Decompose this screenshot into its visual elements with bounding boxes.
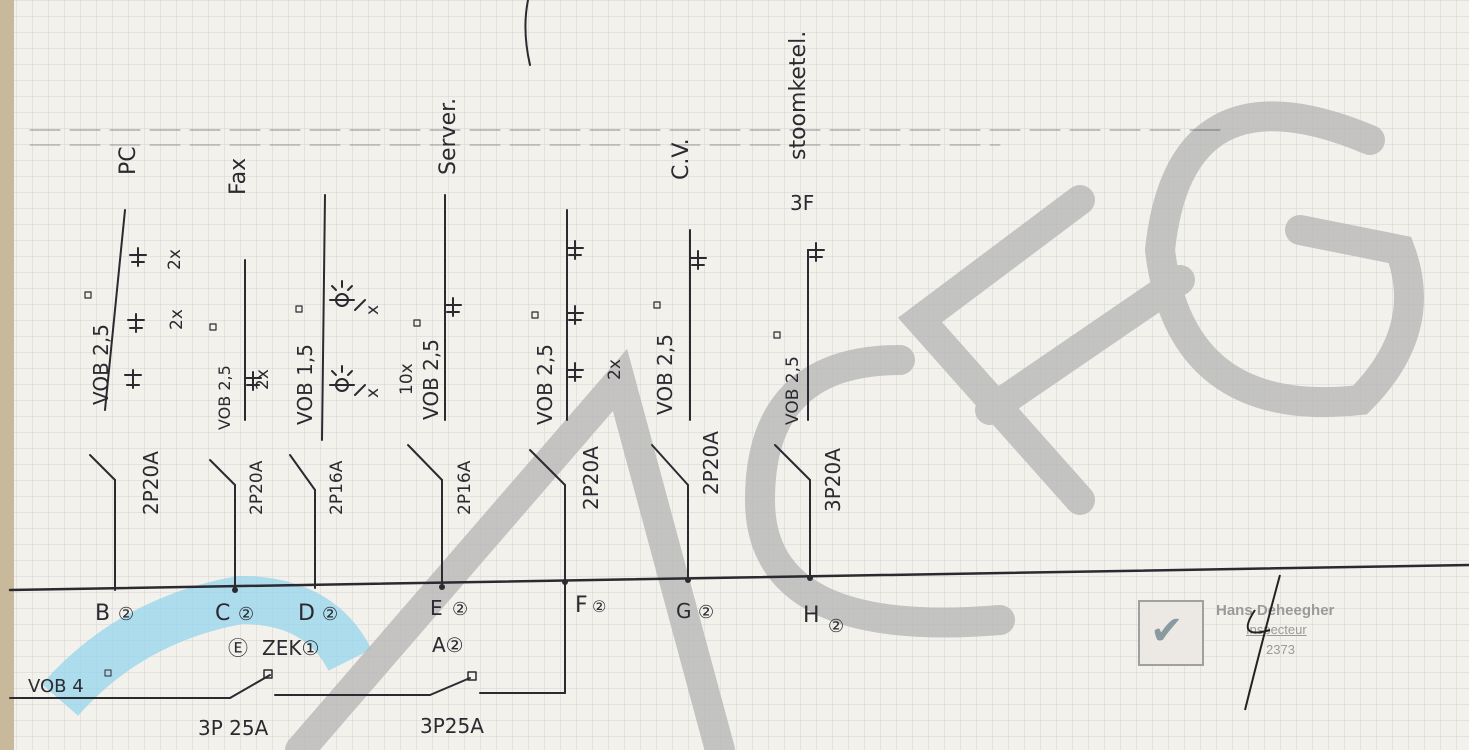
circuit-group-f: ② xyxy=(592,597,606,616)
circuit-group-b: ② xyxy=(118,604,134,625)
count-b-1: 2x xyxy=(165,249,185,270)
breaker-f: 2P20A xyxy=(579,446,603,510)
count-d-1: x xyxy=(363,388,383,398)
breaker-c: 2P20A xyxy=(247,460,267,515)
circuit-letter-g: G xyxy=(676,599,692,623)
cable-e: VOB 2,5 xyxy=(419,339,443,420)
cable-d: VOB 1,5 xyxy=(293,344,317,425)
main-switch-2-label: 3P25A xyxy=(420,714,484,738)
supply-cable-label: VOB 4 xyxy=(28,676,84,697)
circuit-letter-h: H xyxy=(803,603,820,628)
aceg-watermark xyxy=(285,101,1424,750)
load-g: C.V. xyxy=(669,138,694,180)
circuit-letter-f: F xyxy=(575,593,588,618)
cable-f: VOB 2,5 xyxy=(533,344,557,425)
count-e-1: 10x xyxy=(397,363,417,395)
signature xyxy=(1244,574,1281,711)
inspector-name: Hans Deheegher xyxy=(1216,602,1335,619)
circuit-group-c: ② xyxy=(238,604,254,625)
main-switch-1-label: 3P 25A xyxy=(198,716,269,740)
circuit-group-g: ② xyxy=(698,602,714,623)
count-h-1: 3F xyxy=(790,191,814,215)
a-group-label: A② xyxy=(432,633,464,657)
count-f-1: 2x xyxy=(605,359,625,380)
inspector-stamp: ✔ Hans Deheegher Inspecteur 2373 xyxy=(1138,600,1338,680)
cyan-highlight xyxy=(41,575,372,717)
breaker-d: 2P16A xyxy=(327,460,347,515)
cable-b: VOB 2,5 xyxy=(89,324,113,405)
circuit-letter-c: C xyxy=(215,601,230,626)
count-d-2: x xyxy=(363,305,383,315)
stamp-logo: ✔ xyxy=(1138,600,1204,666)
circuit-letter-b: B xyxy=(95,601,110,626)
main-busbar xyxy=(8,563,1469,592)
breaker-b: 2P20A xyxy=(139,451,163,515)
zek-label: ZEK① xyxy=(262,636,319,660)
e-earth-label: Ⓔ xyxy=(228,636,248,660)
checkmark-icon: ✔ xyxy=(1150,608,1184,654)
inspector-number: 2373 xyxy=(1266,642,1295,657)
circuit-branches xyxy=(89,194,823,591)
circuit-letter-e: E xyxy=(430,596,443,620)
breaker-e: 2P16A xyxy=(455,460,475,515)
outlet-symbols xyxy=(124,240,825,396)
circuit-group-h: ② xyxy=(828,616,844,637)
load-h: stoomketel. xyxy=(786,31,811,160)
inspector-title: Inspecteur xyxy=(1246,622,1307,637)
count-c-1: 2x xyxy=(253,369,273,390)
cable-h: VOB 2,5 xyxy=(783,356,803,425)
load-b: PC xyxy=(116,146,141,175)
breaker-g: 2P20A xyxy=(699,431,723,495)
count-b-2: 2x xyxy=(167,309,187,330)
circuit-group-d: ② xyxy=(322,604,338,625)
cable-g: VOB 2,5 xyxy=(653,334,677,415)
circuit-letter-d: D xyxy=(298,601,315,626)
breaker-h: 3P20A xyxy=(821,448,845,512)
desk-edge xyxy=(0,0,14,750)
cable-c: VOB 2,5 xyxy=(215,365,234,430)
load-e: Server. xyxy=(436,98,461,175)
load-c: Fax xyxy=(226,158,251,195)
circuit-group-e: ② xyxy=(452,599,468,620)
